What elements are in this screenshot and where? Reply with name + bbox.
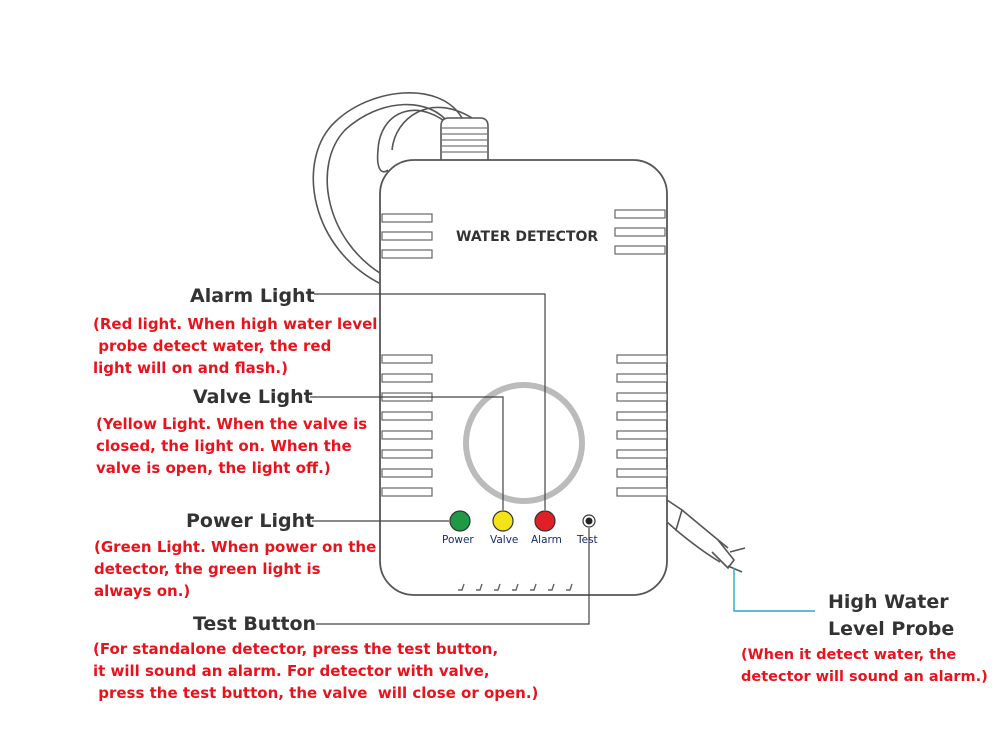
alarm-light-title: Alarm Light <box>190 285 315 307</box>
alarm-desc-line: light will on and flash.) <box>93 359 288 377</box>
valve-light-description: (Yellow Light. When the valve is closed,… <box>96 413 367 479</box>
power-light-title: Power Light <box>186 510 315 532</box>
alarm-led-label: Alarm <box>531 534 562 546</box>
valve-led-label: Valve <box>490 534 519 546</box>
alarm-desc-line: (Red light. When high water level <box>93 315 378 333</box>
alarm-leader <box>314 293 546 510</box>
vent-grille-lower-right <box>616 354 668 497</box>
leader-lines <box>310 293 590 625</box>
probe-leader <box>733 568 815 612</box>
valve-desc-line: (Yellow Light. When the valve is <box>96 415 368 433</box>
alarm-desc-line: probe detect water, the red <box>93 337 332 355</box>
power-cable-inner <box>326 103 451 276</box>
test-button-description: (For standalone detector, press the test… <box>93 638 538 704</box>
cable-loop-2 <box>391 106 473 151</box>
valve-desc-line: closed, the light on. When the <box>96 437 352 455</box>
probe-description: (When it detect water, the detector will… <box>741 644 988 688</box>
probe-cable <box>666 499 746 573</box>
center-dial <box>463 382 585 504</box>
probe-desc-line: detector will sound an alarm.) <box>741 669 988 685</box>
valve-leader <box>310 396 504 510</box>
alarm-light-description: (Red light. When high water level probe … <box>93 313 377 379</box>
test-desc-line: press the test button, the valve will cl… <box>93 684 539 702</box>
test-desc-line: it will sound an alarm. For detector wit… <box>93 662 490 680</box>
power-light-description: (Green Light. When power on the detector… <box>94 536 376 602</box>
bottom-slots <box>458 583 573 591</box>
device-title: WATER DETECTOR <box>456 229 599 245</box>
probe-title-line: Level Probe <box>828 618 955 640</box>
probe-title: High Water Level Probe <box>828 589 954 643</box>
power-led <box>449 510 471 532</box>
test-button-label: Test <box>577 534 598 546</box>
power-cable <box>312 92 463 286</box>
valve-light-title: Valve Light <box>193 386 313 408</box>
test-button-dot <box>585 517 593 525</box>
cable-outer-loop <box>376 109 456 173</box>
vent-grille-upper-left <box>381 213 433 259</box>
vent-grille-upper-right <box>614 209 666 255</box>
test-leader <box>316 528 590 625</box>
probe-title-line: High Water <box>828 591 949 613</box>
power-led-label: Power <box>442 534 474 546</box>
alarm-led <box>534 510 556 532</box>
power-desc-line: (Green Light. When power on the <box>94 538 377 556</box>
valve-led <box>492 510 514 532</box>
test-button-title: Test Button <box>193 613 317 635</box>
power-desc-line: detector, the green light is <box>94 560 321 578</box>
valve-desc-line: valve is open, the light off.) <box>96 459 331 477</box>
cable-strain-relief <box>440 117 489 160</box>
probe-desc-line: (When it detect water, the <box>741 647 957 663</box>
test-desc-line: (For standalone detector, press the test… <box>93 640 499 658</box>
power-desc-line: always on.) <box>94 582 191 600</box>
